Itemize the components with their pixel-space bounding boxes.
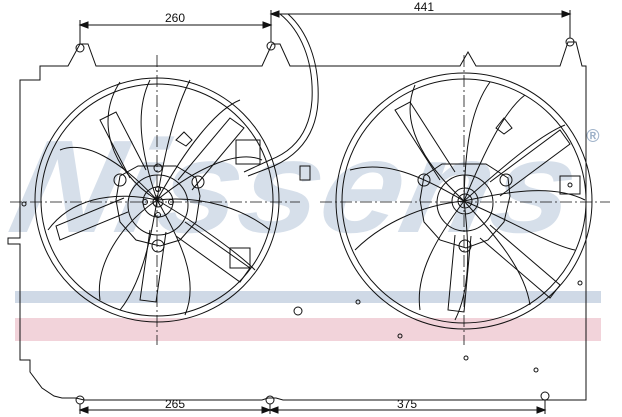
- right-fan-mount-ear: [417, 173, 431, 187]
- left-fan-mount-ear: [153, 163, 163, 173]
- shroud-hole: [355, 299, 361, 305]
- left-fan-connector-2: [229, 247, 251, 269]
- shroud-hole: [21, 201, 27, 207]
- right-fan-connector: [559, 175, 581, 195]
- left-fan-struts: [55, 111, 251, 303]
- left-fan-bolt: [142, 199, 148, 205]
- right-fan-connector-pin: [567, 182, 573, 188]
- shroud-hole: [533, 367, 539, 373]
- right-fan-mount-ear: [499, 173, 513, 187]
- dimension-label-bottom-right: 375: [397, 397, 417, 411]
- watermark-brand-text: Nissens: [0, 113, 591, 260]
- left-fan-tab: [175, 131, 193, 147]
- watermark-stripe-pink: [15, 318, 601, 341]
- right-fan-mount-ear: [458, 239, 472, 253]
- right-fan-motor: [436, 174, 494, 232]
- left-fan-motor-housing: [115, 165, 201, 247]
- right-fan-hub: [451, 187, 479, 215]
- watermark-registered-mark: ®: [586, 126, 600, 146]
- center-lines: [10, 55, 610, 345]
- left-fan-connector-small: [299, 165, 311, 181]
- left-fan-mount-ear: [113, 173, 127, 187]
- right-fan-motor-housing: [419, 163, 511, 249]
- shroud-hole: [293, 306, 303, 316]
- shroud-hole: [397, 333, 403, 339]
- left-fan-connector: [235, 139, 261, 165]
- wire-harness: [243, 13, 313, 173]
- right-fan-ring: [335, 72, 593, 330]
- shroud-hole: [463, 355, 469, 361]
- dimension-label-bottom-left: 265: [165, 397, 185, 411]
- wire-harness-inner: [247, 13, 319, 177]
- right-fan-struts: [394, 101, 571, 313]
- right-fan-blades: [349, 81, 586, 321]
- left-fan-mount-ear: [151, 239, 165, 253]
- left-fan-mount-ear: [191, 175, 205, 189]
- mount-hole-top-1: [75, 43, 85, 53]
- dimension-bottom: [78, 400, 547, 414]
- left-fan-bolt: [155, 186, 161, 192]
- mount-hole-bottom-3: [540, 391, 550, 401]
- mount-hole-bottom-2: [265, 395, 275, 405]
- watermark-stripe-blue: [15, 291, 601, 303]
- dimension-top: [78, 10, 572, 44]
- shroud-hole: [577, 280, 583, 286]
- left-fan-bolt: [155, 212, 161, 218]
- left-fan-blades: [47, 79, 271, 316]
- left-fan-motor: [127, 174, 189, 236]
- right-fan-tab: [495, 117, 513, 135]
- shroud-outline: [7, 41, 587, 401]
- right-fan-hub-center: [457, 193, 473, 209]
- dimension-label-top-left: 260: [165, 11, 185, 25]
- dimension-label-top-right: 441: [414, 0, 434, 14]
